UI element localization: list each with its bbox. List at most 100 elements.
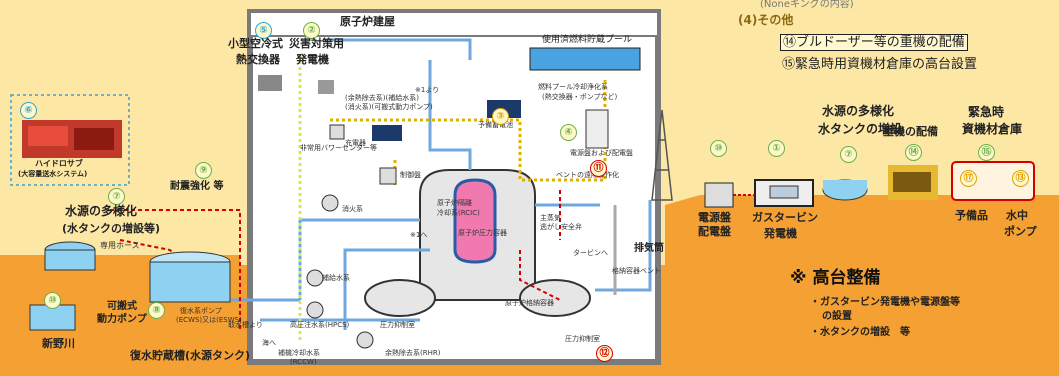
gas-turbine2-label: 発電機: [764, 227, 797, 240]
ccw-label: 補機冷却水系: [278, 349, 320, 357]
power-panel-label: 電源盤: [698, 211, 731, 224]
hydrosub-box: [10, 94, 130, 186]
suppression-right: [519, 279, 591, 317]
cooler-box: [258, 75, 282, 91]
pump-hpcs: [306, 301, 324, 319]
safety-valve-label: 逃がし安全弁: [540, 223, 582, 231]
hose-label: 専用ホース: [100, 241, 140, 250]
circle-15-right: ⑮: [978, 142, 995, 161]
circle-7-right: ⑦: [840, 144, 857, 163]
circle-6-left: ⑥: [20, 100, 37, 119]
makeup-label: 補給水系: [322, 274, 350, 282]
cond-pump-label: 復水系ポンプ: [180, 307, 222, 315]
header-cut-text: (Noneキングの内容): [760, 0, 854, 10]
fuel-pool-cooling-sub: (熱交換器・ポンプなど): [542, 93, 618, 101]
emergency-power-label: 非常用バワーセンター等: [300, 144, 377, 152]
aux-systems-label: (余熱除去系)(補給水系): [345, 94, 419, 102]
water-div-label: 水源の多様化: [65, 204, 138, 218]
hpcs-label: 高圧注水系(HPCS): [290, 321, 350, 329]
pump-fire: [321, 194, 339, 212]
ccw2-label: (RCCW): [290, 358, 317, 366]
rpv-label: 原子炉圧力容器: [458, 229, 507, 237]
hydrosub-label: ハイドロサブ: [35, 159, 83, 168]
power-panels-label: 電源盤および配電盤: [570, 149, 633, 157]
rhr-label: 余熱除去系(RHR): [385, 349, 441, 357]
containment-label: 原子炉格納容器: [505, 299, 554, 307]
rcic-label: 原子炉隔離: [437, 199, 472, 207]
river-label: 新野川: [42, 337, 75, 350]
control-panel-label: 制御盤: [400, 171, 421, 179]
gas-turbine-label: ガスタービン: [752, 211, 818, 224]
circle-right-b: ①: [768, 138, 785, 157]
panels: [585, 109, 609, 149]
circle-13: ⑬: [1012, 168, 1029, 187]
tank-label: 復水貯蔵槽(水源タンク): [130, 349, 251, 362]
power-panel-box: [704, 182, 734, 208]
note-title: ※ 高台整備: [790, 268, 881, 288]
generator-box: [318, 80, 334, 94]
small-hx-label: 小型空冷式: [228, 37, 283, 50]
exhaust-label: 排気筒: [634, 243, 664, 254]
water-div2-label: (水タンクの増設等): [62, 222, 161, 235]
to1-label: ※1へ: [410, 231, 428, 239]
spent-fuel-pool: [529, 47, 641, 71]
circle-14-right: ⑭: [905, 142, 922, 161]
spare-label: 予備品: [955, 209, 988, 222]
note-line1: ・ガスタービン発電機や電源盤等: [810, 297, 960, 308]
fuel-pool-cooling-label: 燃料プール冷却浄化系: [538, 83, 608, 91]
circle-right-a: ⑩: [710, 138, 727, 157]
from1-label: ※1より: [415, 86, 440, 94]
spent-fuel-pool-label: 使用済燃料貯蔵プール: [542, 35, 633, 45]
water-div-right-label: 水源の多様化: [822, 104, 895, 118]
turbine-label: タービンへ: [573, 249, 608, 257]
circle-17: ⑰: [960, 168, 977, 187]
pump-makeup: [306, 269, 324, 287]
rcic2-label: 冷却系(RCIC): [437, 209, 480, 217]
exhaust-stack: [651, 109, 673, 201]
main-steam-label: 主蒸気: [540, 214, 561, 222]
circle-8: ⑧: [148, 300, 165, 319]
note-line2: ・水タンクの増設 等: [810, 327, 910, 338]
note-line1b: の設置: [822, 311, 852, 322]
circle-11: ⑪: [590, 158, 607, 177]
water-from-label: 取水槽より: [228, 321, 263, 329]
cond-pump2-label: (ECWS)又は(ESWS): [176, 316, 242, 324]
circle-12: ⑫: [596, 343, 613, 362]
pressure-chamber2-label: 圧力抑制室: [565, 335, 600, 343]
reactor-vessel: [453, 178, 497, 264]
item-15-text: ⑮緊急時用資機材倉庫の高台設置: [782, 57, 978, 72]
portable-label: 可搬式: [107, 301, 137, 312]
warehouse-label: 緊急時: [968, 105, 1005, 119]
item-14-text: ⑭ブルドーザー等の重機の配備: [780, 34, 968, 51]
red-lines: [110, 190, 561, 330]
circle-4: ④: [560, 122, 577, 141]
portable2-label: 動力ポンプ: [97, 314, 147, 325]
sea-to-label: 海へ: [262, 339, 276, 347]
suppression-left: [364, 279, 436, 317]
warehouse2-label: 資機材倉庫: [962, 122, 1023, 136]
hydrosub-sub-label: (大容量送水システム): [18, 170, 88, 178]
disaster-gen-label: 災害対策用: [289, 37, 344, 50]
vent-label: ベントの遠隔操作化: [556, 171, 619, 179]
submersible2-label: ポンプ: [1004, 225, 1037, 238]
circle-7-left: ⑦: [108, 186, 125, 205]
circle-10-left: ⑩: [44, 290, 61, 309]
submersible-label: 水中: [1006, 209, 1028, 222]
river-water: [29, 304, 76, 331]
power-panel2-label: 配電盤: [698, 225, 731, 238]
pressure-chamber-label: 圧力抑制室: [380, 321, 415, 329]
seismic-label: 耐震強化 等: [170, 181, 224, 192]
building-title: 原子炉建屋: [340, 15, 395, 28]
section-heading: (4)その他: [738, 13, 794, 27]
fire-system2-label: 消火系: [342, 205, 363, 213]
charger-label: 充電器: [345, 139, 366, 147]
small-hx2-label: 熱交換器: [236, 53, 280, 66]
plateau: [665, 195, 1059, 376]
heavy-label: 重機の配備: [883, 125, 938, 138]
water-div2-right-label: 水タンクの増設: [818, 122, 903, 136]
filter-vent-label: 格納容器ベント: [612, 267, 661, 275]
circle-2: ②: [303, 20, 320, 39]
reserve-battery-label: 予備蓄電池: [478, 121, 513, 129]
circle-5: ⑤: [255, 20, 272, 39]
